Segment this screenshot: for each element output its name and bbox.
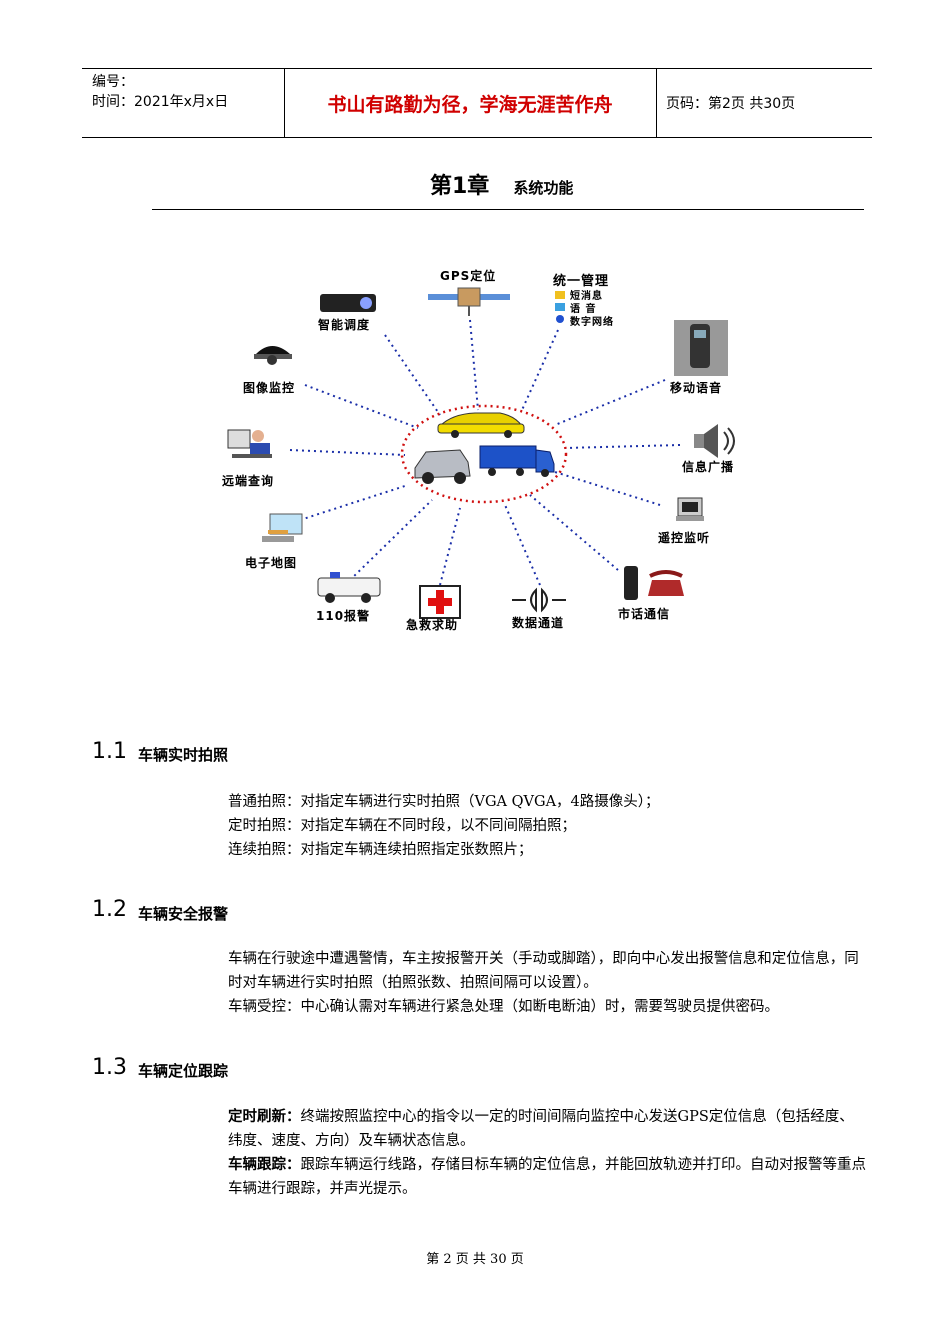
- sms-icon: [555, 291, 565, 299]
- section-body: 普通拍照：对指定车辆进行实时拍照（VGA QVGA，4路摄像头）； 定时拍照：对…: [228, 790, 868, 862]
- term: 定时刷新：: [228, 1108, 301, 1125]
- telephone-icon: [624, 566, 684, 600]
- page-header: 编号： 时间：2021年x月x日 书山有路勤为径，学海无涯苦作舟 页码：第2页 …: [82, 68, 872, 138]
- dispatch-device-icon: [320, 294, 376, 312]
- label-unified-voice: 语 音: [570, 304, 597, 315]
- paragraph: 定时刷新：终端按照监控中心的指令以一定的时间间隔向监控中心发送GPS定位信息（包…: [228, 1105, 868, 1153]
- header-divider: [656, 69, 657, 137]
- motto: 书山有路勤为径，学海无涯苦作舟: [327, 93, 613, 116]
- chapter-title: 第1章: [430, 174, 490, 199]
- suv-icon: [414, 449, 471, 484]
- network-icon: [556, 315, 564, 323]
- voice-icon: [555, 303, 565, 311]
- label-city-call: 市话通信: [618, 607, 671, 621]
- section-body: 定时刷新：终端按照监控中心的指令以一定的时间间隔向监控中心发送GPS定位信息（包…: [228, 1105, 868, 1201]
- page-footer: 第 2 页 共 30 页: [426, 1252, 524, 1267]
- map-icon: [262, 513, 303, 542]
- system-diagram: GPS定位 统一管理 短消息 语 音 数字网络 智能调度 图像监控 远端查询 电…: [0, 250, 950, 650]
- plug-icon: [512, 587, 566, 613]
- label-image-monitor: 图像监控: [243, 381, 296, 395]
- label-broadcast: 信息广播: [682, 460, 735, 474]
- label-unified-network: 数字网络: [570, 317, 614, 328]
- paragraph: 普通拍照：对指定车辆进行实时拍照（VGA QVGA，4路摄像头）；: [228, 794, 660, 810]
- chapter-subtitle: 系统功能: [513, 179, 574, 197]
- number-label: 编号：: [92, 74, 134, 90]
- section-title: 车辆安全报警: [138, 905, 229, 923]
- satellite-icon: [428, 287, 510, 316]
- camera-icon: [254, 346, 292, 365]
- label-unified: 统一管理: [553, 274, 610, 289]
- label-remote-query: 远端查询: [222, 474, 275, 488]
- label-dispatch: 智能调度: [318, 318, 371, 332]
- chapter-rule: [152, 209, 864, 210]
- paragraph: 连续拍照：对指定车辆连续拍照指定张数照片；: [228, 842, 533, 858]
- first-aid-icon: [419, 585, 461, 619]
- chapter-heading: 第1章 系统功能: [430, 168, 573, 200]
- paragraph: 车辆受控：中心确认需对车辆进行紧急处理（如断电断油）时，需要驾驶员提供密码。: [228, 999, 779, 1015]
- label-gps: GPS定位: [440, 269, 497, 283]
- header-divider: [284, 69, 285, 137]
- term: 车辆跟踪：: [228, 1156, 301, 1173]
- computer-icon: [676, 497, 704, 521]
- section-number: 1.2: [92, 897, 127, 922]
- car-phone-icon: [674, 320, 728, 376]
- label-data-channel: 数据通道: [512, 616, 565, 630]
- term-text: 跟踪车辆运行线路，存储目标车辆的定位信息，并能回放轨迹并打印。自动对报警等重点车…: [228, 1157, 866, 1197]
- section-body: 车辆在行驶途中遭遇警情，车主按报警开关（手动或脚踏），即向中心发出报警信息和定位…: [228, 947, 868, 1019]
- label-mobile-voice: 移动语音: [670, 381, 723, 395]
- label-unified-sms: 短消息: [570, 291, 603, 302]
- label-police: 110报警: [316, 609, 371, 623]
- section-title: 车辆实时拍照: [138, 746, 229, 764]
- term-text: 终端按照监控中心的指令以一定的时间间隔向监控中心发送GPS定位信息（包括经度、纬…: [228, 1109, 854, 1149]
- paragraph: 车辆在行驶途中遭遇警情，车主按报警开关（手动或脚踏），即向中心发出报警信息和定位…: [228, 951, 859, 991]
- time-label: 时间：2021年x月x日: [92, 94, 229, 110]
- paragraph: 定时拍照：对指定车辆在不同时段，以不同间隔拍照；: [228, 818, 576, 834]
- paragraph: 车辆跟踪：跟踪车辆运行线路，存储目标车辆的定位信息，并能回放轨迹并打印。自动对报…: [228, 1153, 868, 1201]
- section-title: 车辆定位跟踪: [138, 1062, 229, 1080]
- section-number: 1.3: [92, 1055, 127, 1080]
- label-e-map: 电子地图: [245, 556, 298, 570]
- truck-icon: [479, 445, 555, 477]
- car-icon: [437, 412, 525, 438]
- remote-query-icon: [227, 429, 272, 458]
- section-number: 1.1: [92, 739, 127, 764]
- label-emergency: 急救求助: [406, 618, 459, 632]
- page-label: 页码：第2页 共30页: [666, 96, 796, 112]
- diagram-lines: [227, 287, 735, 619]
- police-car-icon: [317, 572, 381, 603]
- label-remote-listen: 遥控监听: [658, 531, 711, 545]
- speaker-icon: [694, 424, 735, 458]
